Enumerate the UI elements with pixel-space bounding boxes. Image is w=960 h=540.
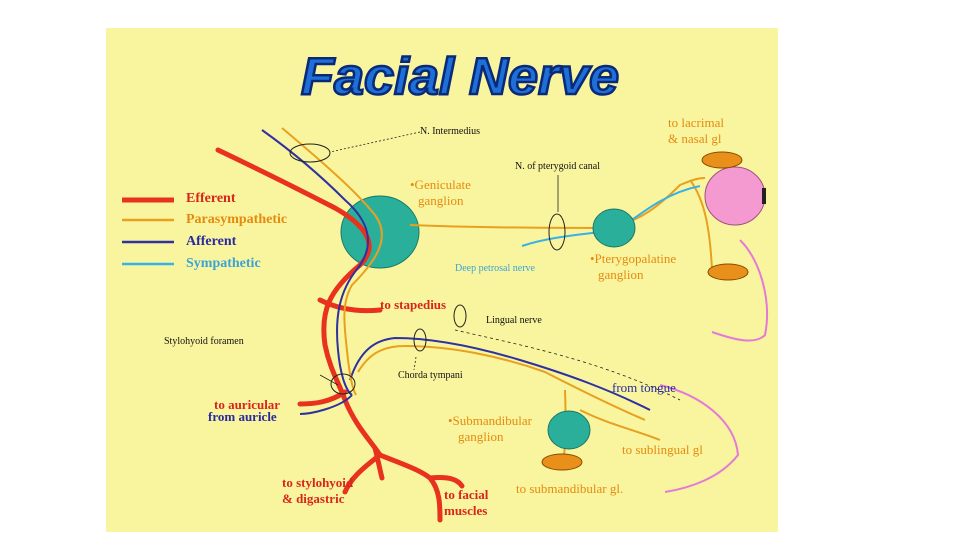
submandibular-gland-shape	[541, 453, 583, 471]
lingual-nerve-ring	[453, 304, 467, 328]
afferent-trunk	[261, 129, 369, 396]
legend-label-afferent: Afferent	[186, 234, 237, 249]
afferent-auricle	[299, 394, 353, 415]
label-to-lacrimal: to lacrimal	[668, 115, 724, 130]
eye-pupil	[762, 188, 766, 204]
legend-label-sympathetic: Sympathetic	[186, 256, 261, 271]
label-chorda-tympani: Chorda tympani	[398, 370, 463, 381]
n-intermedius-pointer	[329, 131, 421, 153]
efferent-lower-mid	[372, 445, 385, 481]
parasympathetic-chorda	[357, 344, 646, 421]
pink-line-nasal	[711, 239, 768, 342]
chorda-tympani-ring	[413, 328, 427, 352]
lacrimal-gland-shape	[701, 151, 743, 169]
efferent-facial-stub	[427, 475, 465, 489]
submandibular-ganglion-shape	[547, 410, 591, 450]
label-to-stapedius: to stapedius	[380, 297, 447, 312]
label-submandibular-ganglion: ganglion	[458, 429, 504, 444]
pink-line-tongue	[659, 384, 740, 493]
pterygoid-canal-ring	[548, 213, 566, 251]
label-to-submandibular-gl: to submandibular gl.	[516, 481, 624, 496]
stylohyoid-foramen-pointer	[319, 374, 339, 386]
chorda-tympani-pointer	[413, 356, 417, 371]
lingual-nerve-dashes	[454, 329, 681, 401]
label-muscles: muscles	[444, 503, 488, 518]
label-geniculate-ganglion: ganglion	[418, 193, 464, 208]
label-n-pterygoid-canal: N. of pterygoid canal	[515, 161, 600, 172]
label-deep-petrosal: Deep petrosal nerve	[455, 263, 535, 274]
label-to-auricular: to auricular	[214, 397, 281, 412]
label-from-auricle: from auricle	[208, 409, 277, 424]
label-submandibular: •Submandibular	[448, 413, 532, 428]
label-to-sublingual: to sublingual gl	[622, 442, 703, 457]
label-pterygopalatine: •Pterygopalatine	[590, 251, 677, 266]
label-n-intermedius: N. Intermedius	[420, 126, 480, 137]
label-lingual-nerve: Lingual nerve	[486, 315, 542, 326]
label-geniculate: •Geniculate	[410, 177, 471, 192]
label-to-stylohyoid: to stylohyoid	[282, 475, 354, 490]
geniculate-ganglion-shape	[340, 195, 420, 269]
efferent-lower-right	[377, 452, 443, 523]
sympathetic-deep-petrosal	[521, 231, 601, 247]
efferent-stapedius-branch	[317, 297, 383, 314]
label-to-facial: to facial	[444, 487, 489, 502]
label-from-tongue: from tongue	[612, 380, 676, 395]
nasal-gland-shape	[707, 263, 749, 281]
label-nasal-gl: & nasal gl	[668, 131, 722, 146]
parasympathetic-trunk	[281, 127, 383, 396]
afferent-chorda	[349, 336, 651, 411]
efferent-auricular-branch	[297, 389, 348, 407]
label-digastric: & digastric	[282, 491, 345, 506]
page-title: Facial Nerve	[301, 48, 619, 106]
stylohyoid-foramen-ring	[330, 373, 356, 395]
legend-label-parasympathetic: Parasympathetic	[186, 212, 288, 227]
legend-label-efferent: Efferent	[186, 191, 236, 206]
label-pterygopalatine-ganglion: ganglion	[598, 267, 644, 282]
pterygopalatine-ganglion-shape	[592, 208, 636, 248]
slide-background	[106, 28, 778, 532]
eye-shape	[704, 166, 766, 226]
parasympathetic-sublingual	[579, 409, 661, 441]
label-stylohyoid-foramen: Stylohyoid foramen	[164, 336, 244, 347]
n-intermedius-ring	[289, 143, 331, 163]
